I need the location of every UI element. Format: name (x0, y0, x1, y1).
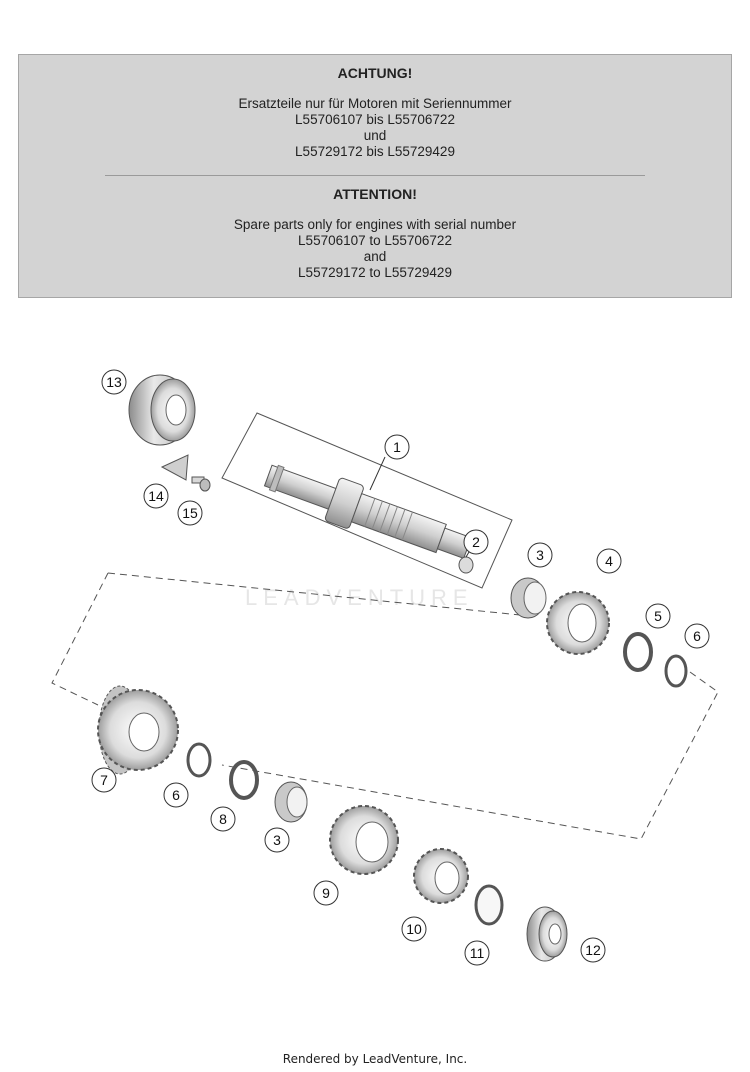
callout-label: 9 (322, 885, 330, 901)
callout-label: 6 (693, 628, 701, 644)
notice-heading-german: ACHTUNG! (337, 65, 413, 81)
callout-label: 10 (406, 921, 422, 937)
callout-6: 6 (163, 782, 189, 808)
callout-3: 3 (264, 827, 290, 853)
callout-5: 5 (645, 603, 671, 629)
notice-line: und (363, 128, 387, 143)
shaft-group-frame (221, 412, 513, 589)
callout-label: 6 (172, 787, 180, 803)
circlip-part-6 (664, 654, 688, 688)
callout-label: 7 (100, 772, 108, 788)
callout-7: 7 (91, 767, 117, 793)
notice-heading-english: ATTENTION! (333, 186, 417, 202)
washer-part-11 (474, 884, 504, 926)
callout-label: 5 (654, 608, 662, 624)
washer-part-8 (229, 760, 259, 800)
callout-label: 3 (536, 547, 544, 563)
callout-9: 9 (313, 880, 339, 906)
exploded-parts-diagram: LEADVENTURE (51, 369, 719, 966)
callout-2: 2 (463, 529, 489, 555)
callout-label: 2 (472, 534, 480, 550)
assembly-dashed-line (107, 572, 521, 616)
callout-label: 15 (182, 505, 198, 521)
double-gear-part-7 (97, 685, 179, 775)
assembly-dashed-line (51, 572, 109, 706)
callout-label: 8 (219, 811, 227, 827)
needle-bearing-part-3 (510, 577, 547, 619)
callout-8: 8 (210, 806, 236, 832)
notice-line: L55706107 to L55706722 (298, 233, 452, 248)
leader-lines (369, 456, 470, 558)
callout-label: 4 (605, 553, 613, 569)
notice-line: Spare parts only for engines with serial… (233, 217, 517, 232)
callout-label: 13 (106, 374, 122, 390)
notice-divider (105, 175, 645, 176)
washer-part-5 (623, 632, 653, 672)
bearing-part-12 (526, 906, 568, 962)
notice-line: L55729172 bis L55729429 (295, 144, 455, 159)
callout-1: 1 (384, 434, 410, 460)
callout-label: 1 (393, 439, 401, 455)
callout-12: 12 (580, 937, 606, 963)
callout-6: 6 (684, 623, 710, 649)
callout-10: 10 (401, 916, 427, 942)
circlip-part-6 (186, 742, 212, 778)
callout-11: 11 (464, 940, 490, 966)
callout-label: 14 (148, 488, 164, 504)
bearing-part-13 (128, 374, 196, 446)
notice-line: L55729172 to L55729429 (298, 265, 452, 280)
needle-bearing-part-3 (274, 781, 308, 823)
assembly-dashed-line (221, 671, 719, 840)
callout-label: 3 (273, 832, 281, 848)
gear-part-4 (546, 591, 610, 655)
footer-credit: Rendered by LeadVenture, Inc. (282, 1052, 468, 1066)
callout-label: 12 (585, 942, 601, 958)
lock-plate-part-14 (160, 454, 189, 481)
notice-body-english: Spare parts only for engines with serial… (19, 217, 731, 281)
notice-line: and (363, 249, 387, 264)
callout-label: 11 (470, 945, 485, 961)
notice-body-german: Ersatzteile nur für Motoren mit Seriennu… (19, 96, 731, 160)
warning-notice-box: ACHTUNG! Ersatzteile nur für Motoren mit… (18, 54, 732, 298)
callout-3: 3 (527, 542, 553, 568)
gear-part-10 (413, 848, 469, 904)
callout-4: 4 (596, 548, 622, 574)
watermark-text: LEADVENTURE (245, 585, 474, 610)
bushing-part-2 (458, 556, 474, 574)
notice-line: L55706107 bis L55706722 (295, 112, 455, 127)
callout-15: 15 (177, 500, 203, 526)
gear-part-9 (329, 805, 399, 875)
notice-line: Ersatzteile nur für Motoren mit Seriennu… (238, 96, 512, 111)
callout-14: 14 (143, 483, 169, 509)
callout-13: 13 (101, 369, 127, 395)
screw-part-15 (191, 476, 211, 492)
main-shaft-part-1 (263, 464, 472, 560)
